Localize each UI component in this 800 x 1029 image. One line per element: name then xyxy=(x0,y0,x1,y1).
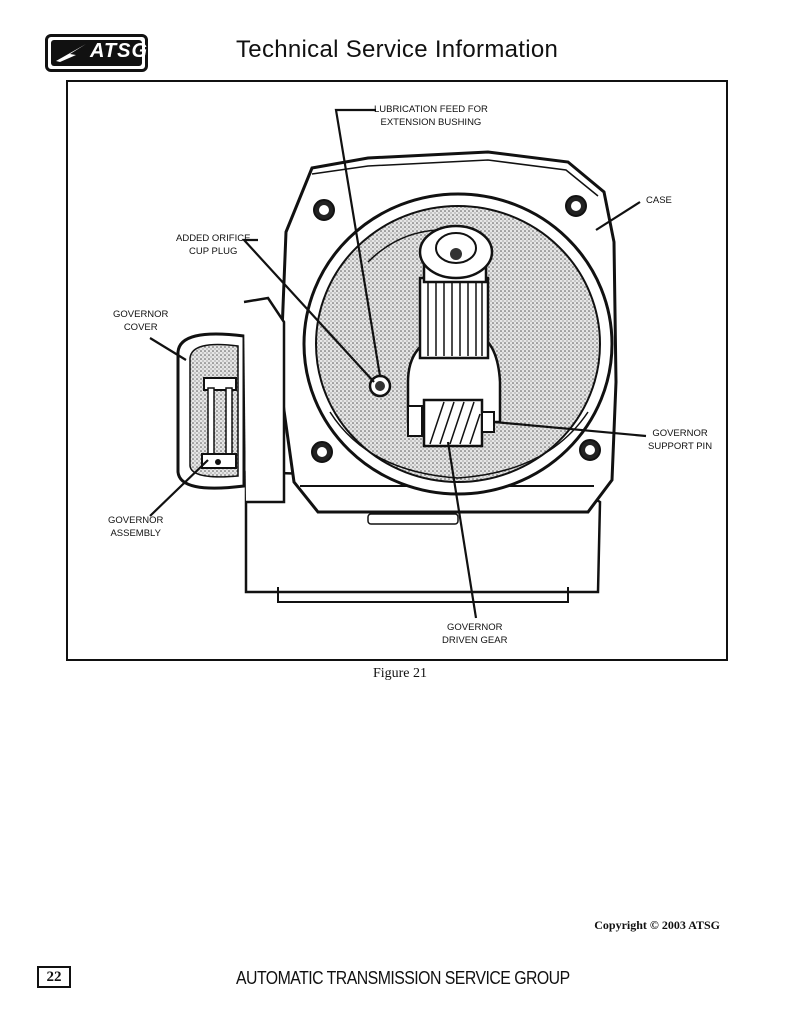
callout-governor-driven-gear: GOVERNOR DRIVEN GEAR xyxy=(442,622,508,646)
transmission-case-illustration xyxy=(149,108,647,619)
footer-organization: AUTOMATIC TRANSMISSION SERVICE GROUP xyxy=(236,968,570,988)
callout-governor-cover: GOVERNOR COVER xyxy=(113,309,169,333)
callout-governor-assembly: GOVERNOR ASSEMBLY xyxy=(108,515,164,539)
logo-badge xyxy=(51,40,142,66)
atsg-logo: ATSG xyxy=(45,34,148,72)
callout-lubrication-feed: LUBRICATION FEED FOR EXTENSION BUSHING xyxy=(374,104,488,128)
figure-frame: LUBRICATION FEED FOR EXTENSION BUSHING C… xyxy=(66,80,728,661)
figure-caption: Figure 21 xyxy=(372,666,428,681)
leader-lines xyxy=(149,108,647,619)
output-shaft xyxy=(406,224,502,424)
logo-text: ATSG xyxy=(90,40,149,62)
callout-case: CASE xyxy=(646,195,672,206)
governor-assembly-drawing xyxy=(201,377,237,469)
logo-arrow-icon xyxy=(56,44,86,62)
page-title: Technical Service Information xyxy=(236,36,559,63)
page-number: 22 xyxy=(37,966,71,988)
copyright-notice: Copyright © 2003 ATSG xyxy=(594,918,720,932)
bolt-holes xyxy=(311,195,601,463)
callout-added-orifice-cup-plug: ADDED ORIFICE CUP PLUG xyxy=(176,233,251,257)
governor-driven-gear-drawing xyxy=(407,398,495,448)
callout-governor-support-pin: GOVERNOR SUPPORT PIN xyxy=(648,428,713,452)
